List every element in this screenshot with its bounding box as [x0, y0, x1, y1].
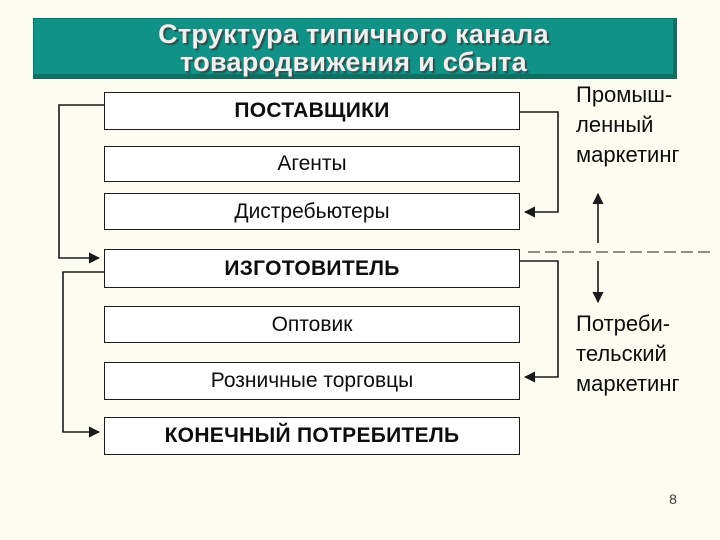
slide-title-line1: Структура типичного канала	[158, 19, 549, 49]
box-suppliers: ПОСТАВЩИКИ	[104, 92, 520, 130]
box-agents: Агенты	[104, 146, 520, 182]
title-banner: Структура типичного канала товародвижени…	[33, 18, 677, 79]
connector-suppliers-to-manufacturer	[58, 104, 104, 264]
industrial-marketing-label: Промыш- ленный маркетинг	[576, 82, 680, 167]
box-final-consumer: КОНЕЧНЫЙ ПОТРЕБИТЕЛЬ	[104, 417, 520, 455]
box-suppliers-label: ПОСТАВЩИКИ	[234, 99, 390, 122]
box-manufacturer: ИЗГОТОВИТЕЛЬ	[104, 249, 520, 288]
box-final-consumer-label: КОНЕЧНЫЙ ПОТРЕБИТЕЛЬ	[164, 424, 460, 447]
page-number: 8	[669, 491, 677, 507]
connector-manufacturer-to-final-consumer	[62, 271, 104, 438]
connector-suppliers-to-distributors	[520, 111, 559, 218]
box-wholesaler: Оптовик	[104, 306, 520, 343]
connector-manufacturer-to-retailers	[520, 260, 559, 383]
slide-title-line2: товародвижения и сбыта	[180, 47, 527, 77]
consumer-marketing-label: Потреби- тельский маркетинг	[576, 311, 680, 396]
box-manufacturer-label: ИЗГОТОВИТЕЛЬ	[224, 256, 400, 280]
box-distributors-label: Дистребьютеры	[234, 199, 390, 223]
box-agents-label: Агенты	[277, 152, 347, 175]
box-wholesaler-label: Оптовик	[271, 312, 353, 336]
box-retailers-label: Розничные торговцы	[210, 369, 414, 392]
box-retailers: Розничные торговцы	[104, 362, 520, 400]
box-distributors: Дистребьютеры	[104, 193, 520, 230]
